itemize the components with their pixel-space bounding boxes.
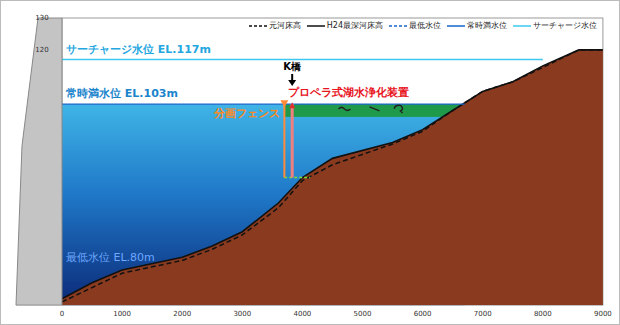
legend-text: 最低水位 bbox=[409, 20, 441, 31]
dam-body bbox=[16, 18, 62, 305]
debris-icon bbox=[394, 105, 402, 113]
riverbed bbox=[62, 50, 603, 305]
debris-icon bbox=[370, 107, 380, 111]
legend-text: サーチャージ水位 bbox=[533, 20, 597, 31]
axis-tick: 9000 bbox=[594, 310, 612, 318]
device-head bbox=[289, 102, 295, 108]
axis-tick: 7000 bbox=[474, 310, 492, 318]
legend-text: 元河床高 bbox=[269, 20, 301, 31]
plot-frame bbox=[62, 18, 603, 305]
legend-item: 元河床高 bbox=[249, 20, 301, 31]
bridge-label: K橋 bbox=[283, 61, 301, 73]
legend-item: 最低水位 bbox=[389, 20, 441, 31]
axis-tick: 8000 bbox=[534, 310, 552, 318]
level-label: サーチャージ水位 EL.117m bbox=[66, 44, 211, 57]
axis-tick: 1000 bbox=[113, 310, 131, 318]
legend: 元河床高 H24最深河床高 最低水位 常時満水位 サーチャージ水位 bbox=[246, 20, 600, 31]
axis-tick: 4000 bbox=[293, 310, 311, 318]
legend-sample bbox=[513, 23, 531, 29]
level-label: 最低水位 EL.80m bbox=[66, 252, 155, 265]
axis-tick: 2000 bbox=[173, 310, 191, 318]
original-bed-line bbox=[62, 50, 603, 302]
legend-sample bbox=[307, 23, 325, 29]
level-label: 常時満水位 EL.103m bbox=[66, 88, 178, 101]
fence-float bbox=[280, 100, 288, 107]
fence-label: 分画フェンス bbox=[214, 108, 280, 121]
normal-level-line bbox=[62, 103, 465, 104]
fence-bottom-line bbox=[284, 177, 310, 179]
bridge-arrowhead bbox=[288, 80, 296, 86]
axis-tick: 6000 bbox=[414, 310, 432, 318]
legend-text: H24最深河床高 bbox=[327, 20, 383, 31]
axis-tick: 120 bbox=[35, 46, 48, 54]
legend-item: 常時満水位 bbox=[447, 20, 507, 31]
surcharge-line bbox=[62, 59, 543, 60]
fence-line bbox=[283, 104, 285, 177]
axis-tick: 3000 bbox=[233, 310, 251, 318]
legend-sample bbox=[447, 23, 465, 29]
axis-tick: 0 bbox=[60, 310, 64, 318]
legend-sample bbox=[249, 23, 267, 29]
legend-text: 常時満水位 bbox=[467, 20, 507, 31]
legend-sample bbox=[389, 23, 407, 29]
device-label: プロペラ式湖水浄化装置 bbox=[288, 87, 409, 100]
axis-tick: 130 bbox=[35, 14, 48, 22]
device-pipe bbox=[291, 104, 294, 177]
debris-icon bbox=[338, 107, 350, 110]
algae-layer bbox=[284, 104, 464, 117]
h24-bed-line bbox=[62, 50, 603, 299]
axis-tick: 5000 bbox=[354, 310, 372, 318]
legend-item: サーチャージ水位 bbox=[513, 20, 597, 31]
legend-item: H24最深河床高 bbox=[307, 20, 383, 31]
